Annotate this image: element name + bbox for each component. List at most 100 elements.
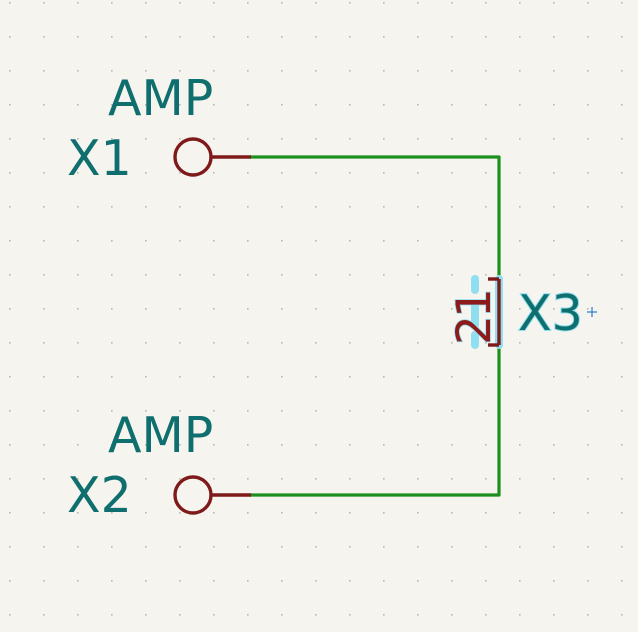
grid-dot xyxy=(213,274,215,276)
grid-dot xyxy=(587,206,589,208)
component-x3[interactable]: 1 2 X3 xyxy=(446,275,597,349)
wire-x1-to-x3[interactable] xyxy=(248,155,501,281)
grid-dot xyxy=(417,206,419,208)
grid-dot xyxy=(281,444,283,446)
grid-dot xyxy=(145,342,147,344)
grid-dot xyxy=(77,444,79,446)
grid-dot xyxy=(485,376,487,378)
grid-dot xyxy=(9,512,11,514)
grid-dot xyxy=(417,104,419,106)
grid-dot xyxy=(111,444,113,446)
grid-dot xyxy=(9,614,11,616)
grid-dot xyxy=(621,342,623,344)
grid-dot xyxy=(315,2,317,4)
grid-dot xyxy=(179,36,181,38)
grid-dot xyxy=(43,410,45,412)
grid-dot xyxy=(77,478,79,480)
grid-dot xyxy=(621,546,623,548)
grid-dot xyxy=(485,70,487,72)
grid-dot xyxy=(145,580,147,582)
grid-dot xyxy=(315,376,317,378)
grid-dot xyxy=(485,36,487,38)
grid-dot xyxy=(145,206,147,208)
grid-dot xyxy=(77,410,79,412)
grid-dot xyxy=(247,580,249,582)
grid-dot xyxy=(587,308,589,310)
grid-dot xyxy=(383,172,385,174)
grid-dot xyxy=(417,410,419,412)
grid-dot xyxy=(43,240,45,242)
grid-dot xyxy=(485,308,487,310)
grid-dot xyxy=(485,104,487,106)
grid-dot xyxy=(111,308,113,310)
grid-dot xyxy=(315,512,317,514)
grid-dot xyxy=(213,546,215,548)
grid-dot xyxy=(519,614,521,616)
grid-dot xyxy=(213,580,215,582)
grid-dot xyxy=(349,36,351,38)
grid-dot xyxy=(587,172,589,174)
grid-dot xyxy=(43,342,45,344)
grid-dot xyxy=(9,104,11,106)
grid-dot xyxy=(417,308,419,310)
grid-dot xyxy=(77,104,79,106)
grid-dot xyxy=(519,308,521,310)
grid-dot xyxy=(247,240,249,242)
grid-dot xyxy=(9,138,11,140)
grid-dot xyxy=(451,546,453,548)
wire-x3-to-x2[interactable] xyxy=(248,343,501,497)
grid-dot xyxy=(349,444,351,446)
grid-dot xyxy=(553,36,555,38)
grid-dot xyxy=(519,342,521,344)
grid-dot xyxy=(111,376,113,378)
grid-dot xyxy=(247,308,249,310)
grid-dot xyxy=(247,444,249,446)
grid-dot xyxy=(553,342,555,344)
grid-dot xyxy=(111,172,113,174)
grid-dot xyxy=(587,580,589,582)
grid-dot xyxy=(77,512,79,514)
grid-dot xyxy=(247,410,249,412)
component-x1[interactable]: AMP X1 xyxy=(67,70,251,187)
grid-dot xyxy=(587,70,589,72)
grid-dot xyxy=(383,376,385,378)
grid-dot xyxy=(587,444,589,446)
grid-dot xyxy=(587,376,589,378)
grid-dot xyxy=(179,546,181,548)
grid-dot xyxy=(587,2,589,4)
grid-dot xyxy=(281,512,283,514)
grid-dot xyxy=(9,410,11,412)
grid-dot xyxy=(383,342,385,344)
grid-dot xyxy=(383,614,385,616)
grid-dot xyxy=(145,376,147,378)
grid-dot xyxy=(485,410,487,412)
grid-dot xyxy=(485,546,487,548)
grid-dot xyxy=(213,308,215,310)
grid-dot xyxy=(621,580,623,582)
grid-dot xyxy=(315,206,317,208)
grid-dot xyxy=(145,546,147,548)
component-x2[interactable]: AMP X2 xyxy=(67,407,251,524)
grid-dot xyxy=(315,308,317,310)
grid-dot xyxy=(553,478,555,480)
grid-dot xyxy=(111,512,113,514)
grid-dot xyxy=(519,376,521,378)
grid-dot xyxy=(417,274,419,276)
grid-dot xyxy=(281,172,283,174)
grid-dot xyxy=(111,70,113,72)
grid-dot xyxy=(281,478,283,480)
grid-dot xyxy=(77,376,79,378)
wire-net[interactable] xyxy=(248,155,501,497)
grid-dot xyxy=(417,36,419,38)
grid-dot xyxy=(519,36,521,38)
grid-dot xyxy=(519,274,521,276)
grid-dot xyxy=(179,614,181,616)
grid-dot xyxy=(485,512,487,514)
grid-dot xyxy=(77,240,79,242)
grid-dot xyxy=(111,614,113,616)
grid-dot xyxy=(43,308,45,310)
grid-dot xyxy=(553,206,555,208)
grid-dot xyxy=(621,308,623,310)
